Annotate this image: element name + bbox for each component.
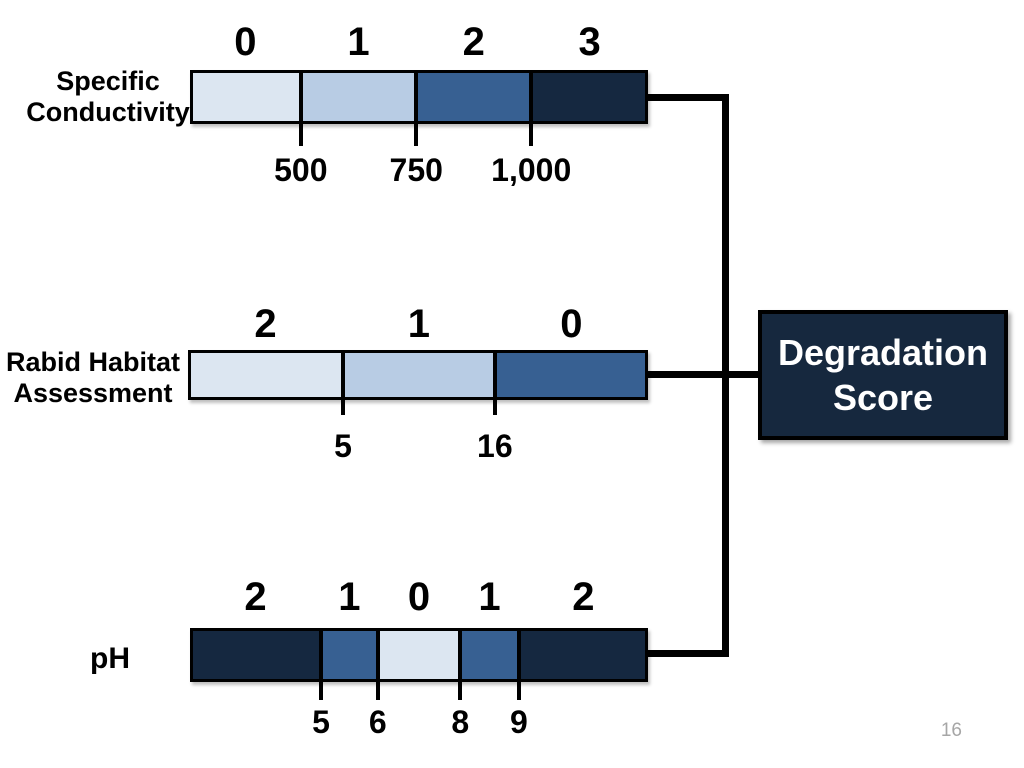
- tick-value-ph-5: 5: [312, 704, 330, 740]
- score-label-ph-0: 2: [244, 574, 267, 619]
- score-label-specific-conductivity-1: 1: [347, 19, 370, 64]
- tick-value-ph-8: 8: [451, 704, 470, 740]
- metric-label-line: Specific: [56, 66, 160, 96]
- tick-ph-9: [516, 628, 521, 700]
- score-label-ph-4: 2: [572, 574, 595, 619]
- tick-value-ph-6: 6: [368, 704, 387, 740]
- connector-line-middle: [645, 371, 761, 378]
- metric-label-line: Rabid Habitat: [5, 347, 180, 377]
- degradation-score-box: Degradation Score: [758, 310, 1008, 440]
- metric-label-ph: pH: [20, 642, 200, 677]
- tick-specific-conductivity-500: [298, 70, 303, 146]
- score-label-specific-conductivity-0: 0: [234, 19, 257, 64]
- score-label-specific-conductivity-2: 2: [462, 19, 485, 64]
- tick-ph-6: [375, 628, 380, 700]
- segment-rabid-habitat-assessment-2: [493, 353, 645, 397]
- connector-line-bottom: [645, 650, 729, 657]
- metric-label-line: Assessment: [13, 378, 173, 409]
- score-label-rabid-habitat-assessment-1: 1: [407, 301, 431, 346]
- segment-ph-0: [193, 631, 323, 679]
- score-label-rabid-habitat-assessment-2: 0: [560, 301, 583, 346]
- page-number: 16: [940, 720, 962, 741]
- segment-ph-3: [459, 631, 518, 679]
- degradation-score-label-line2: Score: [832, 377, 934, 418]
- score-label-ph-2: 0: [407, 574, 431, 619]
- connector-line-top: [645, 94, 729, 101]
- tick-ph-8: [458, 628, 463, 700]
- tick-rabid-habitat-assessment-5: [341, 350, 346, 415]
- tick-value-rabid-habitat-assessment-5: 5: [334, 428, 352, 464]
- bar-rabid-habitat-assessment: [188, 350, 648, 400]
- tick-value-rabid-habitat-assessment-16: 16: [477, 428, 513, 464]
- segment-ph-1: [322, 631, 379, 679]
- score-label-ph-3: 1: [478, 574, 501, 619]
- tick-value-ph-9: 9: [509, 704, 528, 740]
- tick-ph-5: [318, 628, 323, 700]
- tick-value-specific-conductivity-750: 750: [389, 152, 443, 188]
- tick-rabid-habitat-assessment-16: [492, 350, 497, 415]
- score-label-specific-conductivity-3: 3: [578, 19, 601, 64]
- tick-specific-conductivity-1,000: [529, 70, 534, 146]
- score-row-rabid-habitat-assessment: 2 1 0: [188, 301, 648, 346]
- metric-label-line: Conductivity: [26, 97, 190, 128]
- degradation-score-label-line1: Degradation: [777, 332, 989, 373]
- connector-line-vertical: [722, 94, 729, 657]
- bar-ph: [190, 628, 648, 682]
- metric-label-line: pH: [90, 642, 130, 675]
- segment-specific-conductivity-3: [529, 73, 645, 121]
- score-label-rabid-habitat-assessment-0: 2: [254, 301, 277, 346]
- tick-value-specific-conductivity-500: 500: [274, 152, 328, 188]
- segment-rabid-habitat-assessment-1: [343, 353, 494, 397]
- score-row-ph: 2 1 0 1 2: [190, 574, 648, 619]
- tick-specific-conductivity-750: [414, 70, 419, 146]
- score-row-specific-conductivity: 0 1 2 3: [190, 19, 648, 64]
- segment-specific-conductivity-0: [193, 73, 303, 121]
- segment-ph-2: [378, 631, 460, 679]
- segment-rabid-habitat-assessment-0: [191, 353, 344, 397]
- tick-value-specific-conductivity-1,000: 1,000: [491, 152, 572, 188]
- segment-specific-conductivity-2: [416, 73, 530, 121]
- segment-specific-conductivity-1: [302, 73, 417, 121]
- segment-ph-4: [517, 631, 645, 679]
- bar-specific-conductivity: [190, 70, 648, 124]
- score-label-ph-1: 1: [338, 574, 361, 619]
